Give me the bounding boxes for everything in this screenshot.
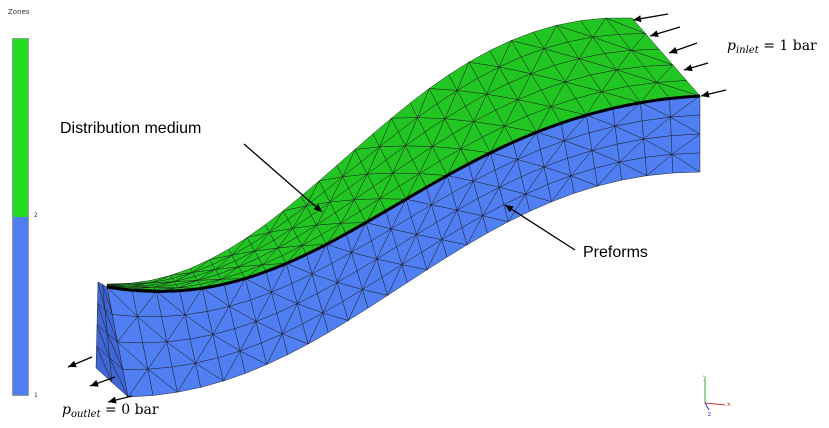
side-mesh-cell — [570, 175, 598, 194]
legend-tick-2: 2 — [34, 212, 38, 219]
triad-y-label: y — [703, 374, 707, 381]
annotation-arrows — [243, 143, 576, 251]
triad-z-axis — [704, 402, 710, 411]
top-mesh-cell — [605, 17, 646, 34]
side-mesh-cell — [362, 289, 388, 309]
top-mesh-cell — [190, 259, 210, 273]
side-mesh-cell — [401, 264, 428, 283]
zone-color-bar — [12, 38, 29, 396]
inlet-symbol: p — [727, 38, 736, 54]
legend-tick-1: 1 — [34, 392, 38, 399]
preforms-arrow — [504, 204, 576, 251]
outlet-subscript: outlet — [70, 409, 101, 420]
triad-x-axis — [704, 402, 726, 406]
inlet-value: = 1 bar — [763, 38, 817, 54]
side-mesh-cell — [322, 312, 349, 333]
preforms-label: Preforms — [583, 244, 648, 261]
inlet-arrow-head — [650, 30, 659, 38]
preform-side-face — [106, 95, 701, 398]
zone-2-segment — [13, 39, 28, 217]
top-mesh-cell — [106, 283, 130, 285]
top-mesh-cell — [448, 61, 470, 91]
legend-title: Zones — [8, 8, 30, 16]
zone-interface-edge — [106, 94, 701, 293]
outlet-symbol: p — [62, 402, 71, 418]
top-mesh-cell — [300, 180, 320, 207]
preforms-arrow-head — [505, 205, 514, 213]
side-mesh-cell — [147, 368, 178, 396]
triad-x-label: x — [727, 401, 731, 408]
top-mesh-cell — [580, 17, 607, 38]
inlet-arrow-head — [684, 64, 693, 72]
side-mesh-cell — [671, 154, 701, 174]
inlet-arrow-head — [633, 15, 642, 23]
top-mesh-cell — [228, 237, 248, 256]
top-mesh-cell — [336, 149, 356, 177]
inlet-arrow-head — [669, 47, 678, 54]
axes-triad — [704, 380, 726, 411]
side-mesh-cell — [282, 333, 309, 355]
top-mesh-cell — [533, 25, 557, 49]
top-mesh-cell — [489, 40, 512, 68]
inlet-arrow-head — [701, 90, 710, 98]
distribution-medium-label: Distribution medium — [60, 120, 202, 137]
inlet-subscript: inlet — [735, 45, 759, 56]
outlet-pressure-label: poutlet = 0 bar — [62, 402, 159, 420]
triad-z-label: z — [708, 411, 712, 418]
top-mesh-cell — [409, 88, 430, 118]
side-mesh-cell — [195, 362, 224, 388]
end-mesh-cell — [109, 357, 129, 398]
side-mesh-cell — [619, 161, 648, 181]
side-mesh-cell — [239, 350, 268, 374]
boundary-condition-arrows — [67, 13, 727, 404]
top-mesh-cell — [128, 280, 152, 284]
distribution-medium-arrow — [243, 143, 323, 213]
top-mesh-cell — [149, 275, 171, 283]
outlet-arrow-head — [108, 396, 117, 404]
end-mesh-cell — [95, 346, 113, 383]
outlet-arrow-head — [68, 360, 77, 368]
distribution-medium-arrow-head — [313, 204, 322, 212]
outlet-arrow-head — [90, 379, 99, 387]
distribution-medium-top-face — [106, 17, 701, 292]
side-mesh-cell — [441, 239, 468, 258]
top-mesh-cell — [372, 117, 392, 148]
outlet-end-face — [95, 281, 129, 398]
outlet-value: = 0 bar — [105, 402, 159, 418]
side-mesh-cell — [482, 215, 509, 234]
side-mesh-cell — [525, 193, 552, 212]
top-mesh-cell — [265, 210, 284, 233]
inlet-pressure-label: pinlet = 1 bar — [727, 38, 817, 56]
zone-1-segment — [13, 217, 28, 395]
